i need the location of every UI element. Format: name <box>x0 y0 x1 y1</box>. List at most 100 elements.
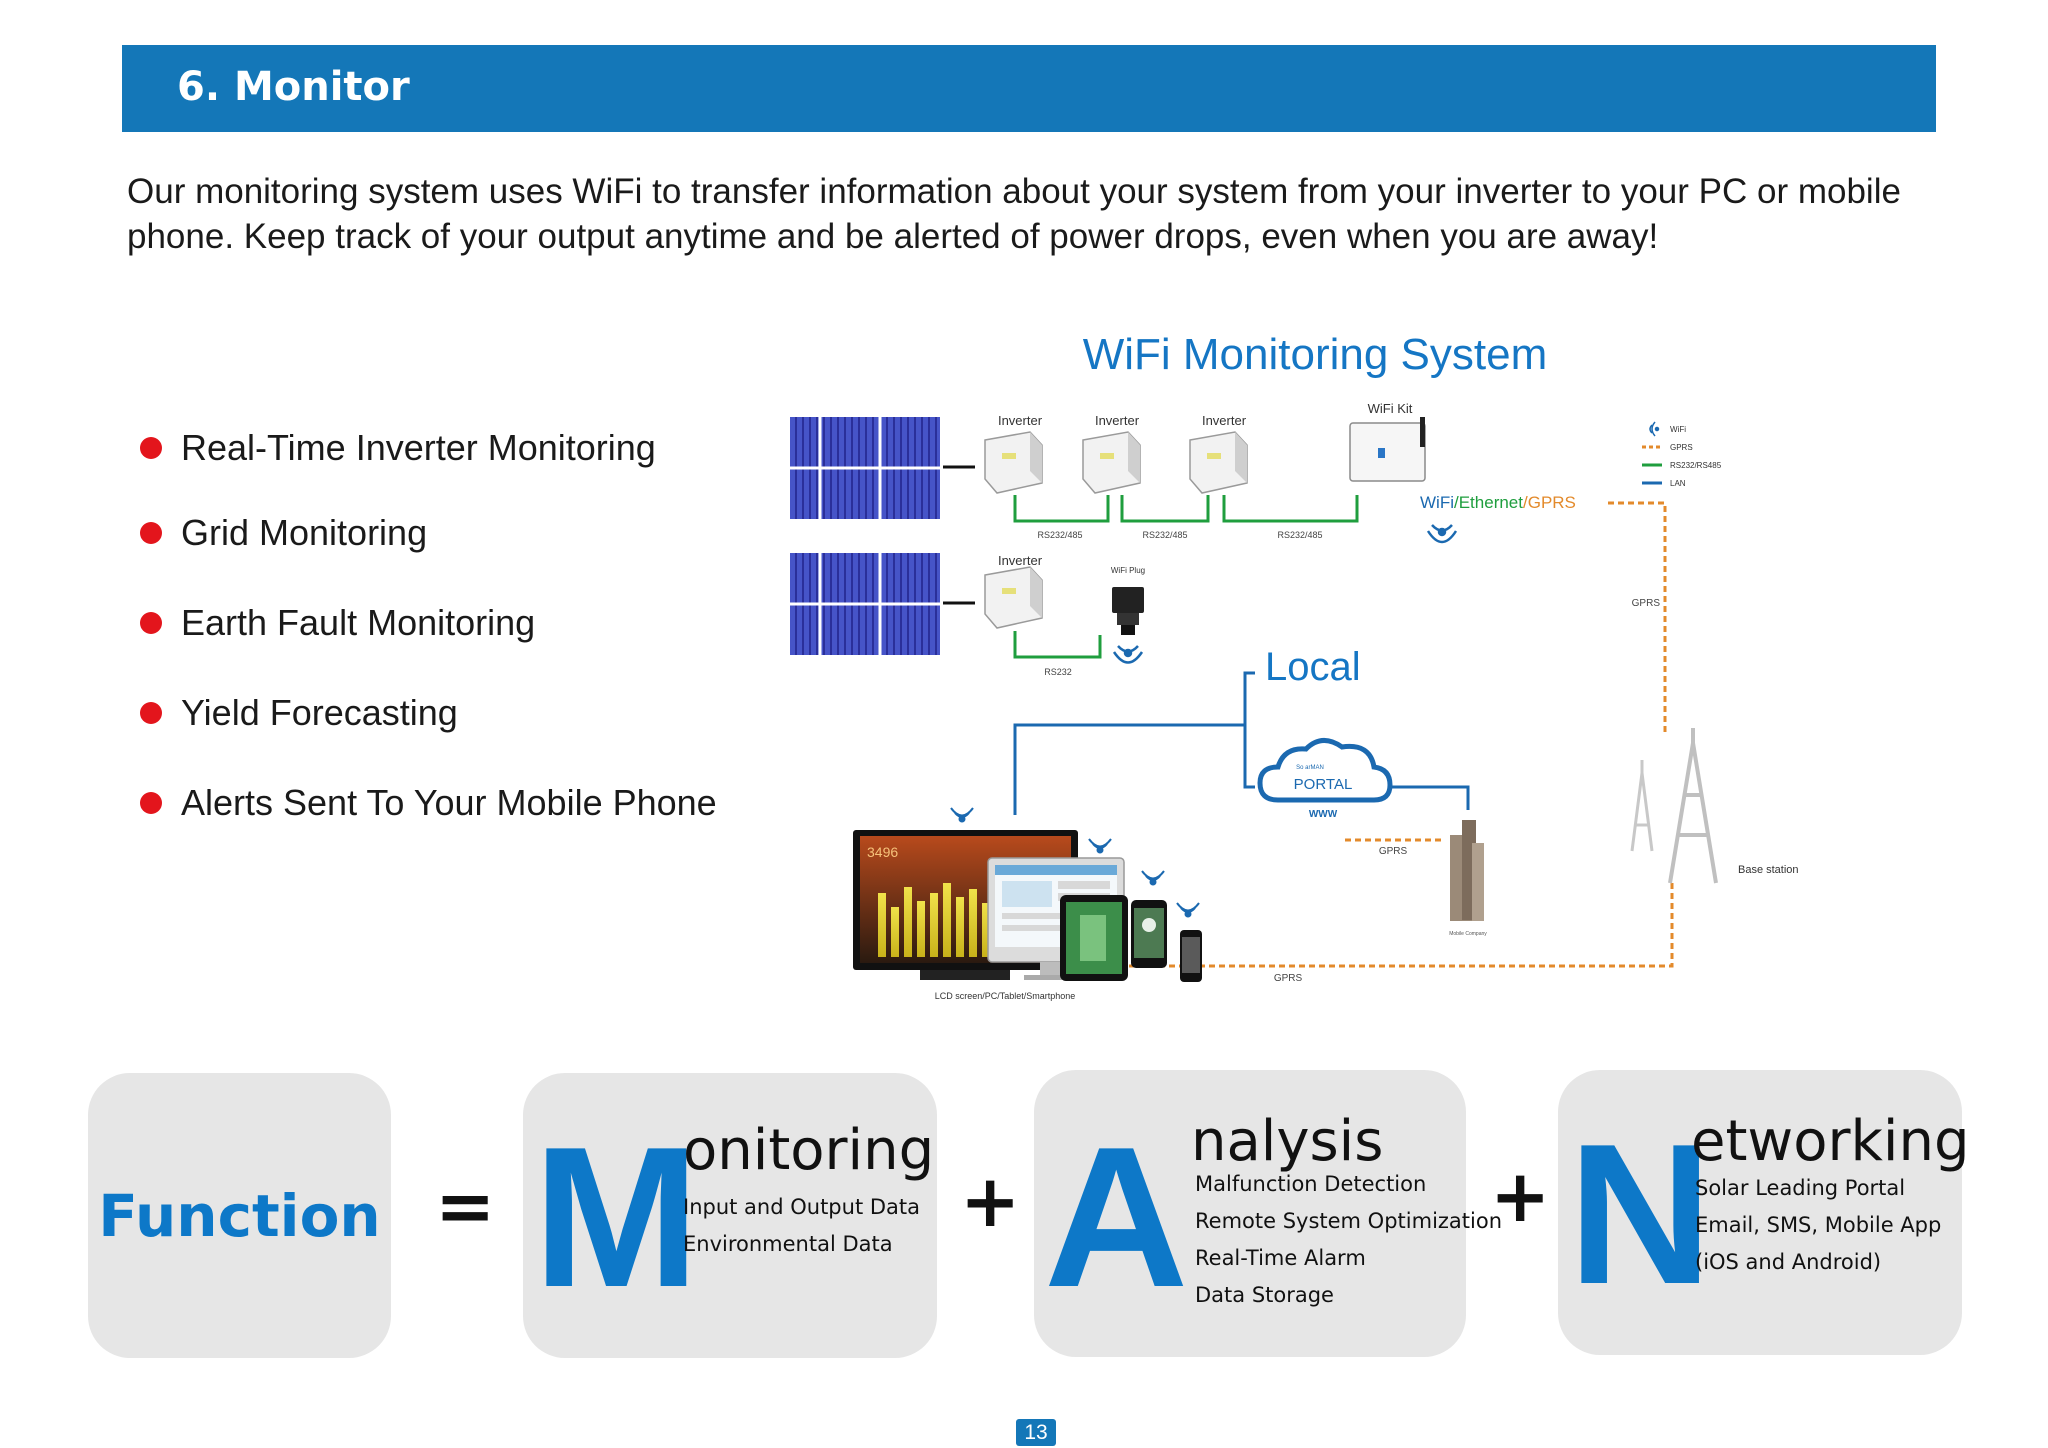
analysis-features: Malfunction Detection Remote System Opti… <box>1195 1166 1502 1314</box>
bullet-dot-icon <box>140 702 162 724</box>
bullet-dot-icon <box>140 612 162 634</box>
bullet-dot-icon <box>140 522 162 544</box>
base-station-label: Base station <box>1738 864 1799 876</box>
inverter-label: Inverter <box>1095 413 1140 428</box>
wifi-signal-icon <box>1088 838 1112 854</box>
wifi-signal-icon <box>1141 870 1165 886</box>
analysis-feature: Data Storage <box>1195 1283 1334 1307</box>
wifi-kit-device <box>1349 417 1426 482</box>
page-number-badge: 13 <box>1016 1419 1056 1446</box>
wifi-signal-icon <box>950 807 974 823</box>
tablet-device <box>1060 895 1128 981</box>
inverter-icon <box>984 566 1043 629</box>
feature-item: Real-Time Inverter Monitoring <box>140 423 656 473</box>
bullet-dot-icon <box>140 437 162 459</box>
inverter-icon <box>1082 431 1141 494</box>
feature-text: Alerts Sent To Your Mobile Phone <box>181 782 717 823</box>
analysis-box: A nalysis Malfunction Detection Remote S… <box>1034 1070 1502 1357</box>
networking-feature: Solar Leading Portal <box>1695 1176 1906 1200</box>
base-station-tower-icon <box>1668 728 1718 884</box>
networking-box: N etworking Solar Leading Portal Email, … <box>1558 1070 1970 1355</box>
feature-text: Earth Fault Monitoring <box>181 602 536 643</box>
bullet-dot-icon <box>140 792 162 814</box>
intro-line-2: phone. Keep track of your output anytime… <box>127 217 1659 256</box>
gprs-link <box>1115 501 1674 968</box>
header-bar: 6. Monitor <box>122 45 1936 132</box>
screen-value-label: 3496 <box>867 844 898 860</box>
analysis-feature: Real-Time Alarm <box>1195 1246 1366 1270</box>
analysis-feature: Malfunction Detection <box>1195 1172 1427 1196</box>
gprs-label: GPRS <box>1274 973 1303 984</box>
wifi-plug-label: WiFi Plug <box>1111 566 1145 575</box>
rs485-bus <box>1013 495 1359 659</box>
legend-label-rs485: RS232/RS485 <box>1670 461 1722 470</box>
legend-label-gprs: GPRS <box>1670 443 1693 452</box>
monitoring-feature: Input and Output Data <box>683 1195 920 1219</box>
wifi-legend-icon <box>1649 421 1660 437</box>
function-label: Function <box>98 1181 381 1250</box>
rs485-label: RS232/485 <box>1037 530 1082 540</box>
analysis-feature: Remote System Optimization <box>1195 1209 1503 1233</box>
smartphone-device <box>1180 930 1202 982</box>
mobile-company-building-icon <box>1450 820 1484 921</box>
networking-initial: N <box>1568 1103 1713 1326</box>
connection-types-label: WiFi/Ethernet/GPRS <box>1420 493 1576 512</box>
wifi-kit-label: WiFi Kit <box>1368 401 1413 416</box>
rs232-label: RS232 <box>1044 667 1072 677</box>
inverter-label: Inverter <box>1202 413 1247 428</box>
lan-link <box>1013 671 1470 815</box>
inverter-label: Inverter <box>998 413 1043 428</box>
portal-small-label: So arMAN <box>1296 765 1324 771</box>
monitoring-initial: M <box>533 1106 700 1329</box>
wifi-signal-icon <box>1112 645 1144 664</box>
equals-sign: = <box>435 1164 496 1248</box>
local-label: Local <box>1265 645 1361 689</box>
portal-www-label: WWW <box>1309 809 1338 820</box>
mobile-company-label: Mobile Company <box>1449 931 1487 937</box>
solar-panel-array-top <box>790 417 940 519</box>
wifi-signal-icon <box>1176 902 1200 918</box>
devices-label: LCD screen/PC/Tablet/Smartphone <box>935 991 1076 1001</box>
feature-item: Alerts Sent To Your Mobile Phone <box>140 778 717 828</box>
monitoring-features: Input and Output Data Environmental Data <box>683 1189 920 1263</box>
feature-item: Grid Monitoring <box>140 508 427 558</box>
rs485-label: RS232/485 <box>1142 530 1187 540</box>
monitoring-box: M onitoring Input and Output Data Enviro… <box>523 1073 937 1358</box>
connection-legend: WiFi GPRS RS232/RS485 LAN <box>1642 421 1722 488</box>
networking-feature: (iOS and Android) <box>1695 1250 1882 1274</box>
inverter-icon <box>1189 431 1248 494</box>
wifi-monitoring-diagram: Inverter Inverter Inverter Inverter RS23… <box>790 401 1799 1001</box>
networking-feature: Email, SMS, Mobile App <box>1695 1213 1942 1237</box>
analysis-initial: A <box>1044 1106 1189 1329</box>
feature-text: Yield Forecasting <box>181 692 458 733</box>
analysis-word: nalysis <box>1191 1109 1384 1174</box>
inverter-icon <box>984 431 1043 494</box>
gprs-label: GPRS <box>1632 598 1661 609</box>
legend-label-wifi: WiFi <box>1670 425 1686 434</box>
feature-text: Real-Time Inverter Monitoring <box>181 427 656 468</box>
function-box: Function <box>88 1073 391 1358</box>
legend-label-lan: LAN <box>1670 479 1686 488</box>
wifi-signal-icon <box>1426 524 1458 544</box>
wifi-plug-device <box>1112 587 1144 635</box>
feature-item: Yield Forecasting <box>140 688 458 738</box>
smartphone-device <box>1131 900 1167 968</box>
solar-panel-array-bottom <box>790 553 940 655</box>
portal-cloud-icon <box>1257 738 1393 803</box>
monitoring-feature: Environmental Data <box>683 1232 893 1256</box>
feature-item: Earth Fault Monitoring <box>140 598 535 648</box>
rs485-label: RS232/485 <box>1277 530 1322 540</box>
feature-text: Grid Monitoring <box>181 512 428 553</box>
plus-sign: + <box>960 1159 1021 1243</box>
intro-line-1: Our monitoring system uses WiFi to trans… <box>127 172 1901 211</box>
portal-label: PORTAL <box>1294 776 1353 793</box>
networking-word: etworking <box>1691 1109 1970 1174</box>
plus-sign: + <box>1490 1154 1551 1238</box>
inverter-label: Inverter <box>998 553 1043 568</box>
gprs-label: GPRS <box>1379 846 1408 857</box>
networking-features: Solar Leading Portal Email, SMS, Mobile … <box>1695 1170 1941 1281</box>
base-station-tower-icon <box>1630 760 1654 852</box>
page-title: 6. Monitor <box>177 64 410 110</box>
diagram-title: WiFi Monitoring System <box>1082 330 1548 379</box>
monitoring-word: onitoring <box>683 1118 935 1183</box>
